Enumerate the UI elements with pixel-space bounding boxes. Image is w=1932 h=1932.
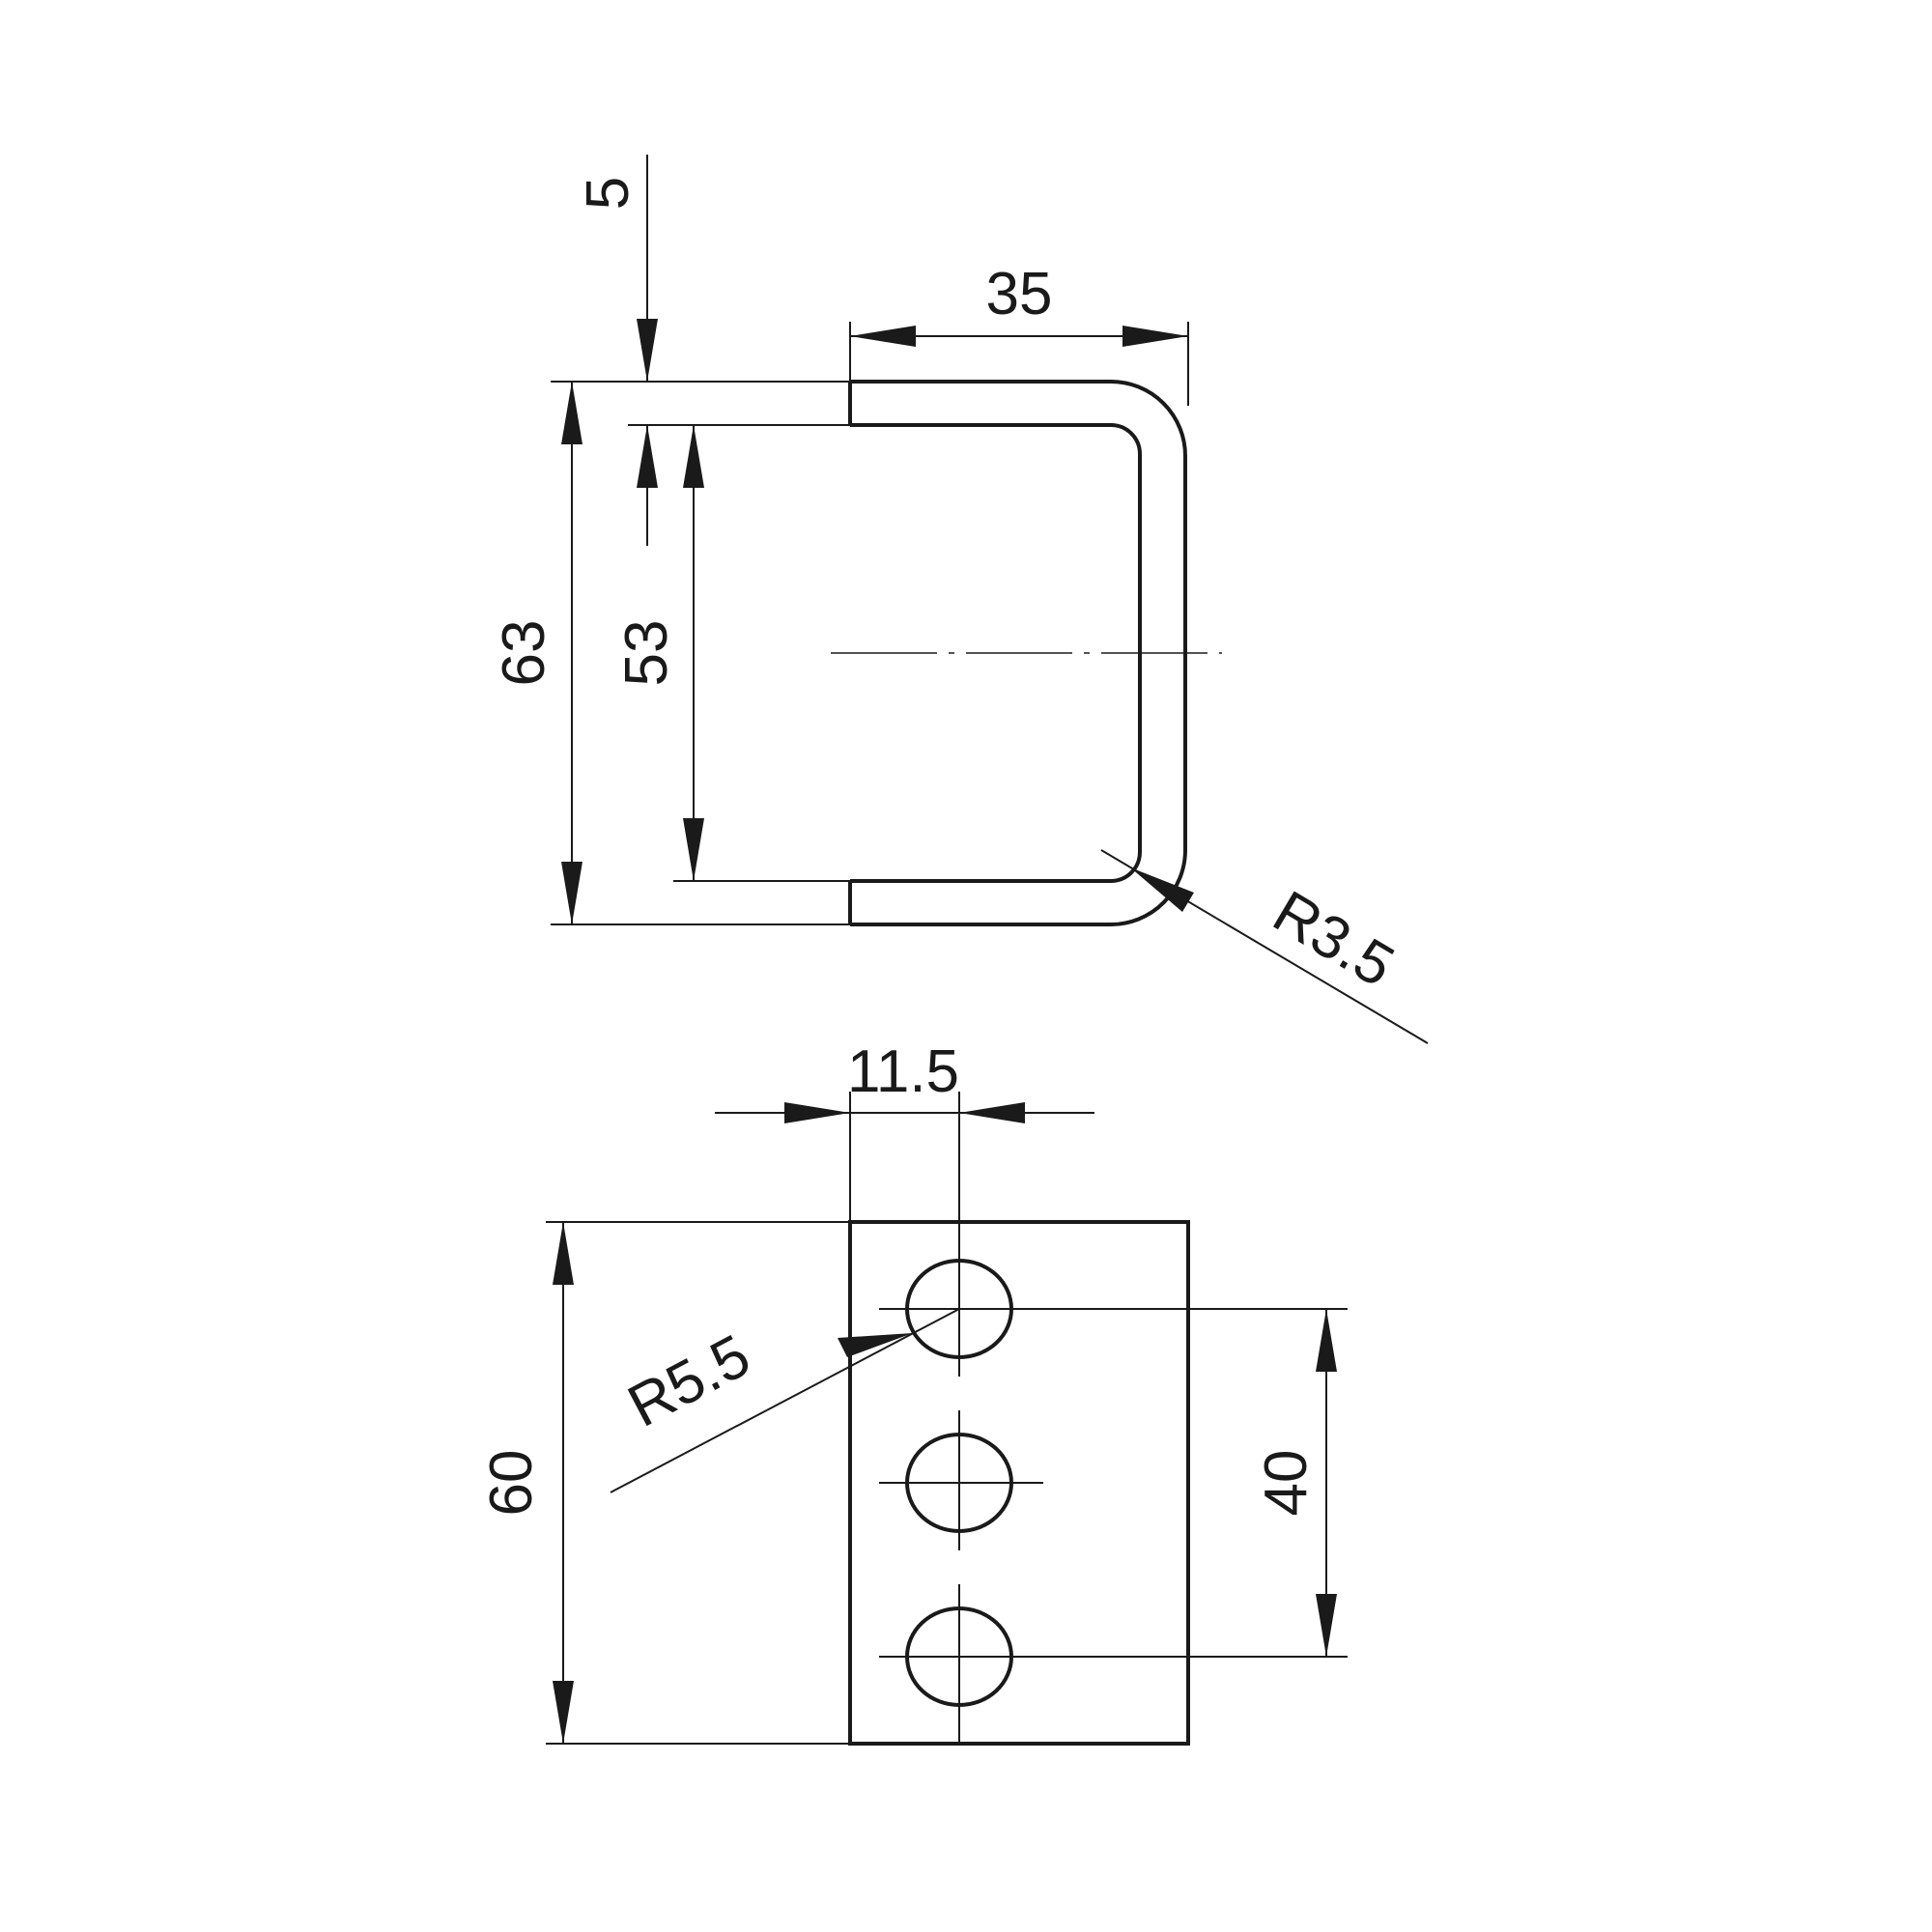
dim-35-arrow-right (1122, 326, 1188, 347)
dim-r3-5-label: R3.5 (1263, 878, 1406, 1000)
dim-40-label: 40 (1253, 1450, 1320, 1517)
dim-53-arrow-top (683, 425, 704, 488)
dim-63-label: 63 (491, 620, 557, 687)
dim-35-label: 35 (986, 261, 1053, 327)
dim-11-5-arrow-left (784, 1102, 850, 1123)
dim-r5-5-leader (610, 1308, 960, 1493)
dim-63-arrow-bottom (561, 862, 582, 924)
plate-outline (848, 1220, 1190, 1746)
dim-r5-5-label: R5.5 (617, 1322, 760, 1440)
dim-40-arrow-top (1316, 1309, 1337, 1372)
dim-53-arrow-bottom (683, 818, 704, 881)
dim-60-label: 60 (478, 1450, 545, 1517)
dim-5-label: 5 (575, 177, 641, 210)
dim-5-arrow-up (637, 425, 658, 488)
front-view: 11.5 60 40 R5.5 (478, 1038, 1348, 1746)
dim-63-arrow-top (561, 382, 582, 444)
dim-11-5-label: 11.5 (847, 1038, 959, 1105)
dim-60-arrow-top (553, 1222, 574, 1285)
dim-40-arrow-bottom (1316, 1594, 1337, 1657)
dim-r5-5-arrow (838, 1333, 913, 1357)
top-view: 35 5 63 53 R3.5 (491, 155, 1429, 1044)
dim-53-label: 53 (613, 620, 680, 687)
dim-r3-5-arrow (1130, 867, 1194, 912)
dim-35-arrow-left (850, 326, 916, 347)
dim-60-arrow-bottom (553, 1681, 574, 1744)
dim-5-arrow-down (637, 319, 658, 382)
dim-11-5-arrow-right (959, 1102, 1025, 1123)
